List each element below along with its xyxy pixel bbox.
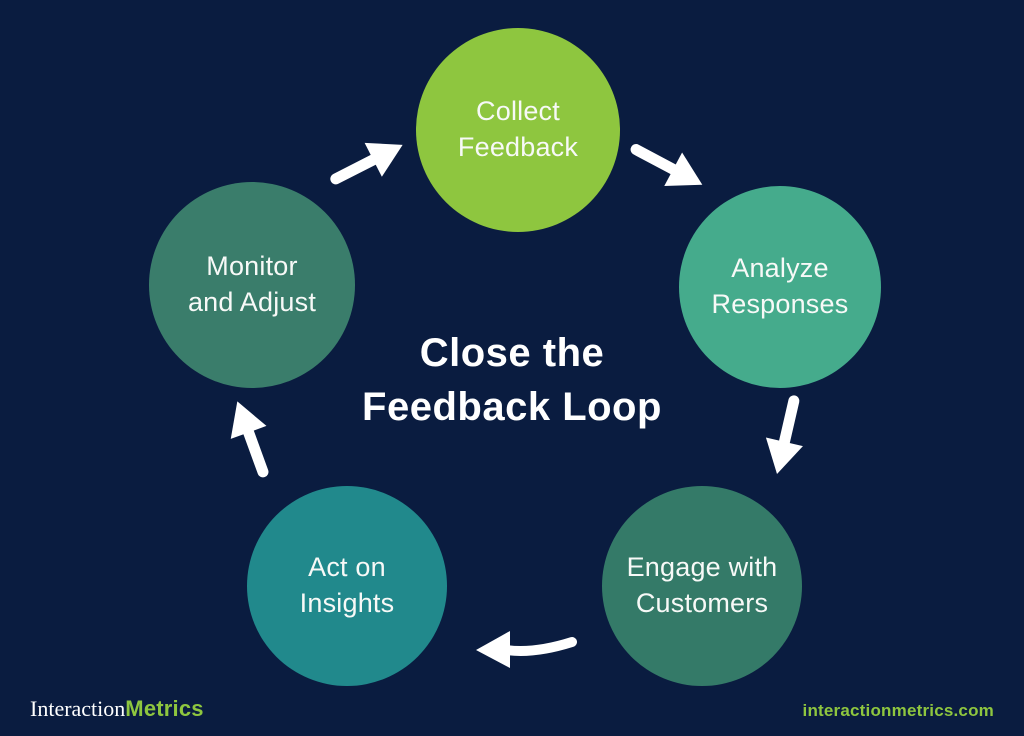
arrow-collect-to-analyze-icon [630,144,703,187]
arrow-act-to-monitor-icon [230,401,269,478]
step-circle-act-on-insights: Act on Insights [247,486,447,686]
diagram-title-line2: Feedback Loop [362,385,662,429]
step-label-analyze-responses: Analyze Responses [711,253,849,319]
arrow-engage-to-act-icon [476,631,577,668]
step-label-act-on-insights: Act on Insights [299,552,395,618]
brand-logo: InteractionMetrics [30,696,204,722]
brand-logo-interaction: Interaction [30,696,126,721]
arrow-monitor-to-collect-icon [330,142,403,185]
website-url: interactionmetrics.com [802,701,994,720]
step-label-engage-with-customers: Engage with Customers [626,552,778,618]
diagram-title: Close the Feedback Loop [0,326,1024,434]
brand-logo-metrics: Metrics [125,696,204,721]
step-circle-analyze-responses: Analyze Responses [679,186,881,388]
step-circle-engage-with-customers: Engage with Customers [602,486,802,686]
diagram-title-line1: Close the [419,331,605,375]
arrow-analyze-to-engage-icon [765,395,803,474]
step-label-monitor-and-adjust: Monitor and Adjust [187,251,317,317]
step-circle-monitor-and-adjust: Monitor and Adjust [149,182,355,388]
footer: InteractionMetrics interactionmetrics.co… [0,696,1024,722]
step-circle-collect-feedback: Collect Feedback [416,28,620,232]
step-label-collect-feedback: Collect Feedback [457,96,579,162]
